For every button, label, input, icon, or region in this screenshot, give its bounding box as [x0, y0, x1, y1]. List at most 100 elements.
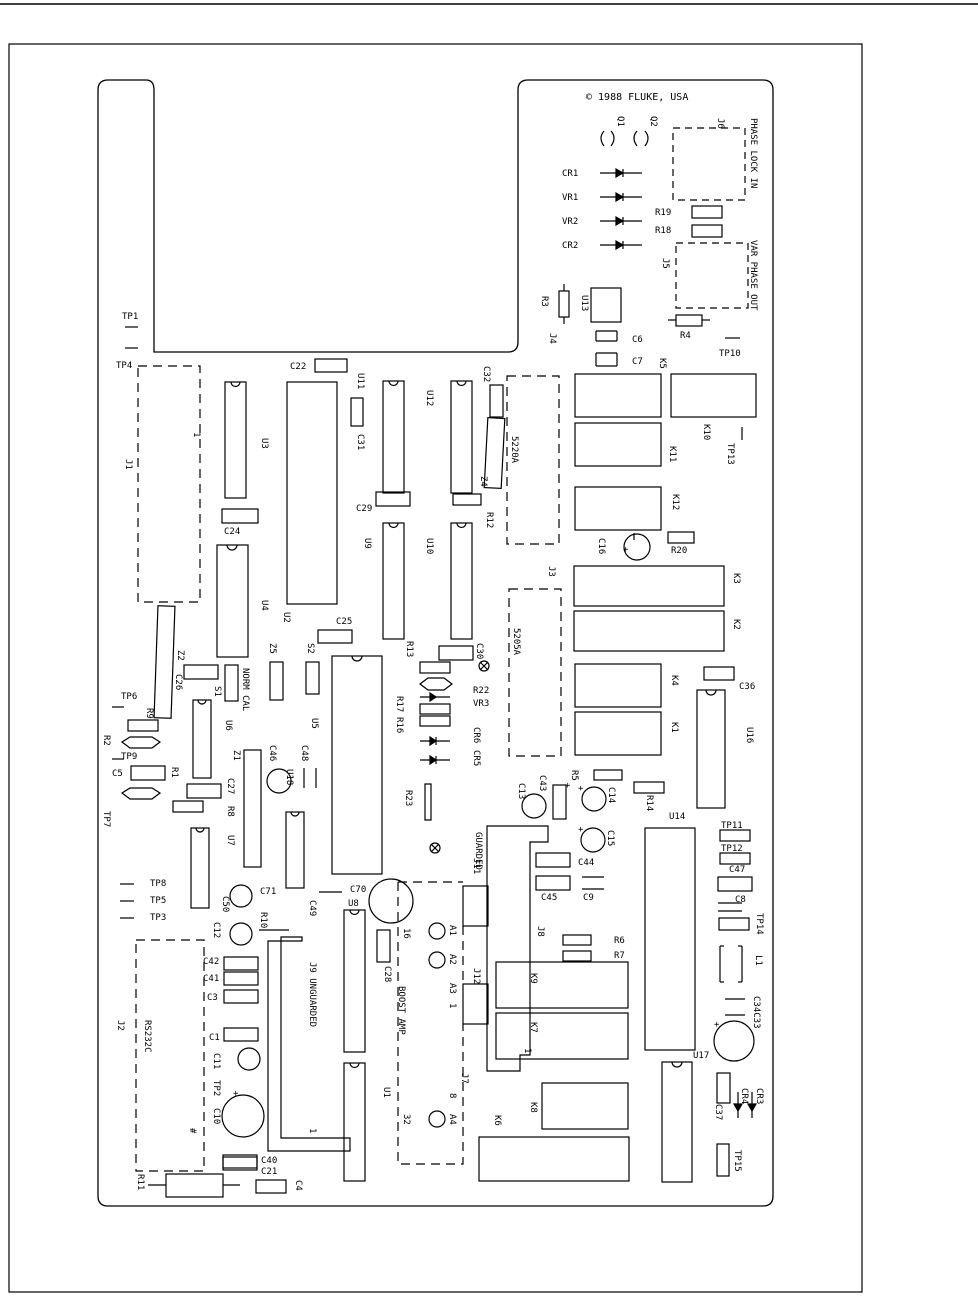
- label-tp15: TP15: [732, 1150, 742, 1172]
- label-rs232c: RS232C: [142, 1020, 152, 1053]
- u11-notch: [388, 380, 399, 387]
- ic-u17: [661, 1061, 693, 1183]
- diode-cr4: [732, 1092, 744, 1118]
- label-a3: A3: [447, 983, 457, 994]
- label-j2: J2: [115, 1020, 125, 1031]
- label-c3: C3: [207, 993, 218, 1003]
- label-s1: S1: [212, 686, 222, 697]
- capacitor-c21: [222, 1156, 258, 1171]
- test-point-x2: [429, 842, 441, 854]
- ic-u8: [343, 909, 366, 1053]
- capacitor-c3: [223, 989, 259, 1004]
- relay-k3: [573, 565, 725, 607]
- connector-j12: [462, 983, 489, 1025]
- u17-notch: [671, 1061, 683, 1068]
- zener-z2: [153, 605, 176, 719]
- label-pin1c: 1: [522, 1048, 532, 1053]
- ic-u9: [382, 522, 405, 640]
- label-c31: C31: [355, 434, 365, 450]
- diode-cr2: [600, 239, 642, 251]
- label-u8: U8: [348, 899, 359, 909]
- label-guarded: GUARDED: [473, 832, 483, 870]
- label-r23: R23: [403, 790, 413, 806]
- label-c5: C5: [112, 769, 123, 779]
- label-tp11: TP11: [721, 821, 743, 831]
- label-j9-unguarded: J9 UNGUARDED: [307, 962, 317, 1027]
- label-k6: K6: [492, 1115, 502, 1126]
- label-j1-pin1: 1: [191, 432, 201, 437]
- ic-u1: [343, 1062, 366, 1182]
- capacitor-c27: [186, 783, 222, 799]
- capacitor-c32: [489, 384, 504, 418]
- label-j12: J12: [471, 968, 481, 984]
- label-u13: U13: [579, 295, 589, 311]
- label-u4: U4: [259, 600, 269, 611]
- label-phase-lock-in: PHASE LOCK IN: [748, 118, 758, 188]
- label-r1: R1: [169, 767, 179, 778]
- diode-cr5: [420, 754, 450, 766]
- label-u10: U10: [424, 538, 434, 554]
- label-c13: C13: [516, 783, 526, 799]
- zener-z4: [483, 416, 506, 490]
- label-c70: C70: [350, 885, 366, 895]
- j11-j12-dashed: [398, 881, 464, 984]
- label-tp10: TP10: [719, 349, 741, 359]
- relay-k8: [541, 1082, 629, 1130]
- label-r16: R16: [394, 717, 404, 733]
- u3-notch: [230, 381, 241, 388]
- label-z2: Z2: [175, 650, 185, 661]
- switch-s1: [224, 664, 239, 702]
- relay-k5: [574, 373, 662, 418]
- label-c33-plus: +: [714, 1020, 720, 1030]
- capacitor-c8: [718, 902, 742, 912]
- u9-notch: [388, 522, 399, 529]
- resistor-r19: [691, 205, 723, 219]
- capacitor-c5: [130, 765, 166, 781]
- u12-notch: [456, 380, 467, 387]
- resistor-r18: [691, 224, 723, 238]
- j7-dashed: [397, 882, 464, 1165]
- label-c28: C28: [382, 966, 392, 982]
- resistor-r3: [558, 284, 570, 324]
- label-k4: K4: [669, 675, 679, 686]
- label-c21: C21: [261, 1167, 277, 1177]
- capacitor-c25: [317, 629, 353, 644]
- label-5220a: 5220A: [509, 436, 519, 464]
- capacitor-c47: [717, 876, 753, 892]
- capacitor-c70: [368, 878, 414, 924]
- label-c10: C10: [211, 1108, 221, 1124]
- label-r12: R12: [484, 512, 494, 528]
- label-pin32: 32: [401, 1114, 411, 1125]
- label-tp8: TP8: [150, 879, 166, 889]
- capacitor-c42: [223, 956, 259, 971]
- resistor-r12: [452, 493, 482, 506]
- label-c6: C6: [632, 335, 643, 345]
- copyright-label: © 1988 FLUKE, USA: [586, 92, 688, 103]
- label-k12: K12: [670, 494, 680, 510]
- label-a1: A1: [447, 925, 457, 936]
- label-c44: C44: [578, 858, 594, 868]
- label-c37: C37: [713, 1104, 723, 1120]
- connector-j11: [462, 885, 489, 927]
- resistor-r11: [148, 1173, 240, 1198]
- capacitor-c46: [266, 768, 292, 794]
- relay-k12: [574, 486, 662, 531]
- capacitor-c24: [221, 508, 259, 524]
- resistor-r9: [127, 719, 159, 732]
- u16-notch: [705, 689, 717, 696]
- label-cr4: CR4: [739, 1088, 749, 1104]
- label-k1: K1: [669, 722, 679, 733]
- resistor-r2: [120, 736, 162, 749]
- label-r22: R22: [473, 686, 489, 696]
- ic-u3: [224, 381, 247, 499]
- label-c32: C32: [481, 366, 491, 382]
- label-c15: C15: [605, 830, 615, 846]
- tp11-pad: [719, 829, 751, 842]
- label-c4: C4: [293, 1180, 303, 1191]
- label-vr3: VR3: [473, 699, 489, 709]
- capacitor-c41: [223, 971, 259, 986]
- resistor-r22-vr3: [419, 677, 453, 691]
- label-c34c33: C34C33: [751, 996, 761, 1029]
- capacitor-c10: [221, 1094, 265, 1138]
- label-k10: K10: [701, 424, 711, 440]
